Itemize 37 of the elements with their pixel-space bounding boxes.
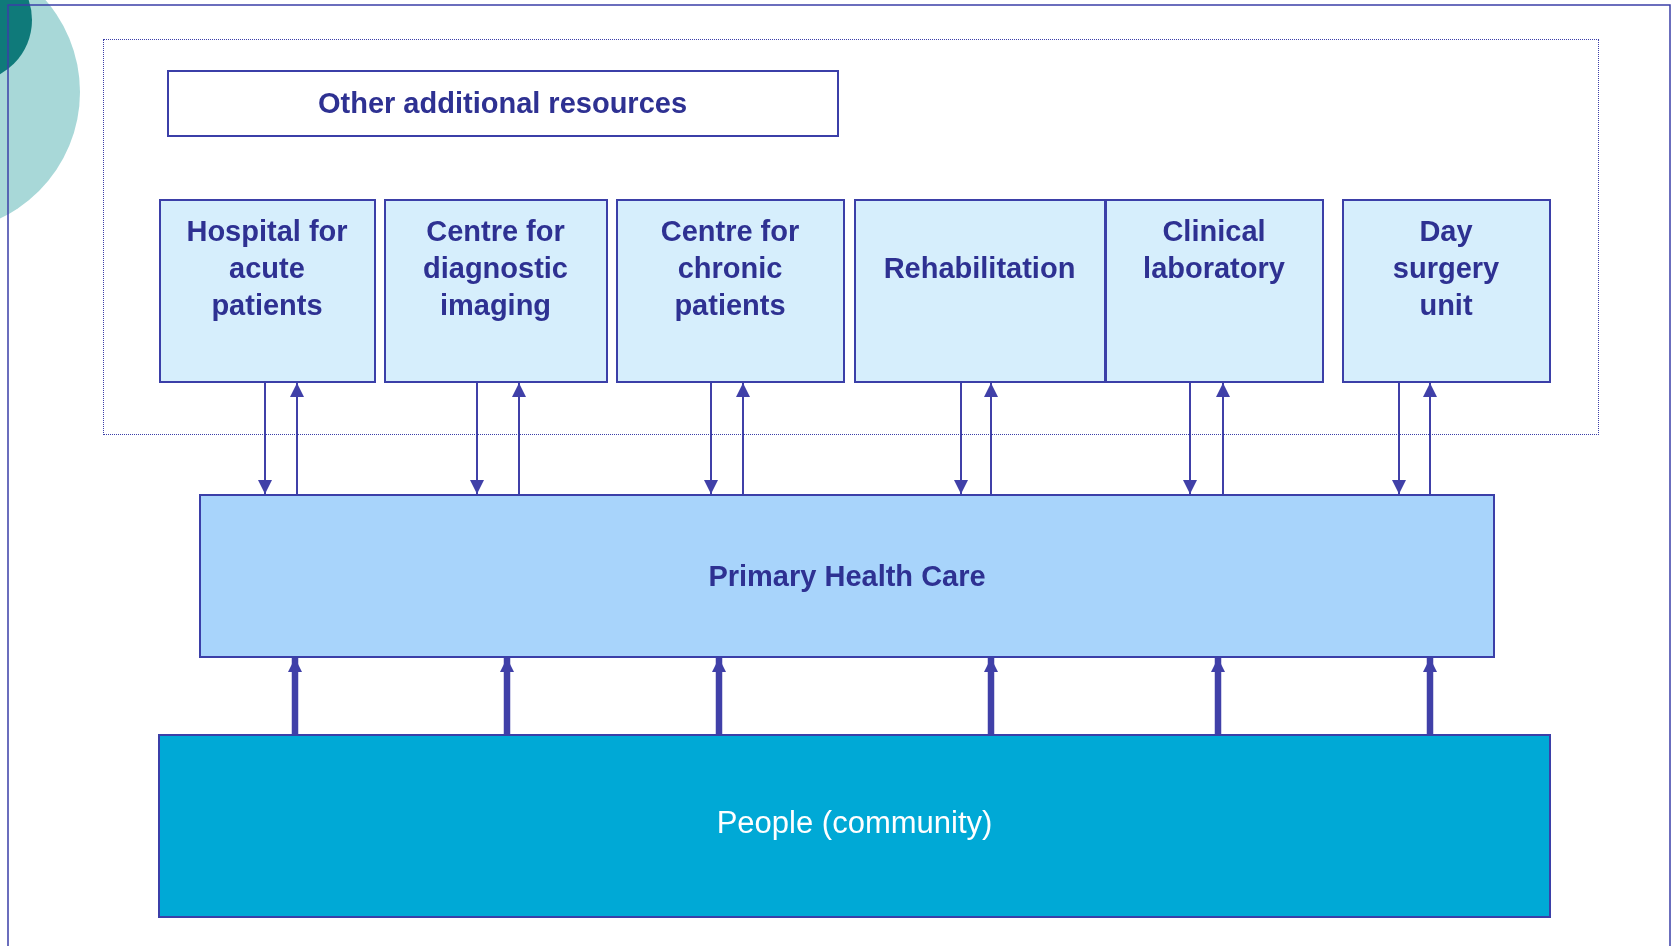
resource-box [1104, 198, 1324, 383]
arrow [1392, 382, 1406, 495]
node-label: Primary Health Care [708, 558, 986, 594]
node-label: Clinical laboratory [1142, 213, 1286, 286]
node-label: People (community) [716, 803, 993, 841]
node-label: Centre for chronic patients [659, 213, 801, 323]
node-label: Day surgery unit [1391, 213, 1501, 323]
arrow [984, 382, 998, 495]
arrow [984, 658, 998, 734]
arrow [500, 658, 514, 734]
arrow [1216, 382, 1230, 495]
resource-box [1341, 198, 1551, 383]
arrow [512, 382, 526, 495]
arrow [712, 658, 726, 734]
heading-box [166, 69, 839, 137]
arrow [288, 658, 302, 734]
node-label: Rehabilitation [882, 250, 1077, 286]
arrow [1423, 658, 1437, 734]
arrow [954, 382, 968, 495]
arrow [258, 382, 272, 495]
community-band [158, 734, 1551, 918]
resource-box [158, 198, 376, 383]
primary-care-band [199, 494, 1495, 658]
arrow [736, 382, 750, 495]
arrow [1423, 382, 1437, 495]
resource-box [383, 198, 608, 383]
resource-box [853, 198, 1106, 383]
arrow [1183, 382, 1197, 495]
dotted-group-box [103, 39, 1599, 435]
node-label: Centre for diagnostic imaging [422, 213, 569, 323]
arrow [290, 382, 304, 495]
resource-box [615, 198, 845, 383]
arrow [1211, 658, 1225, 734]
node-label: Hospital for acute patients [185, 213, 349, 323]
node-label: Other additional resources [317, 85, 687, 121]
arrow [470, 382, 484, 495]
arrow [704, 382, 718, 495]
